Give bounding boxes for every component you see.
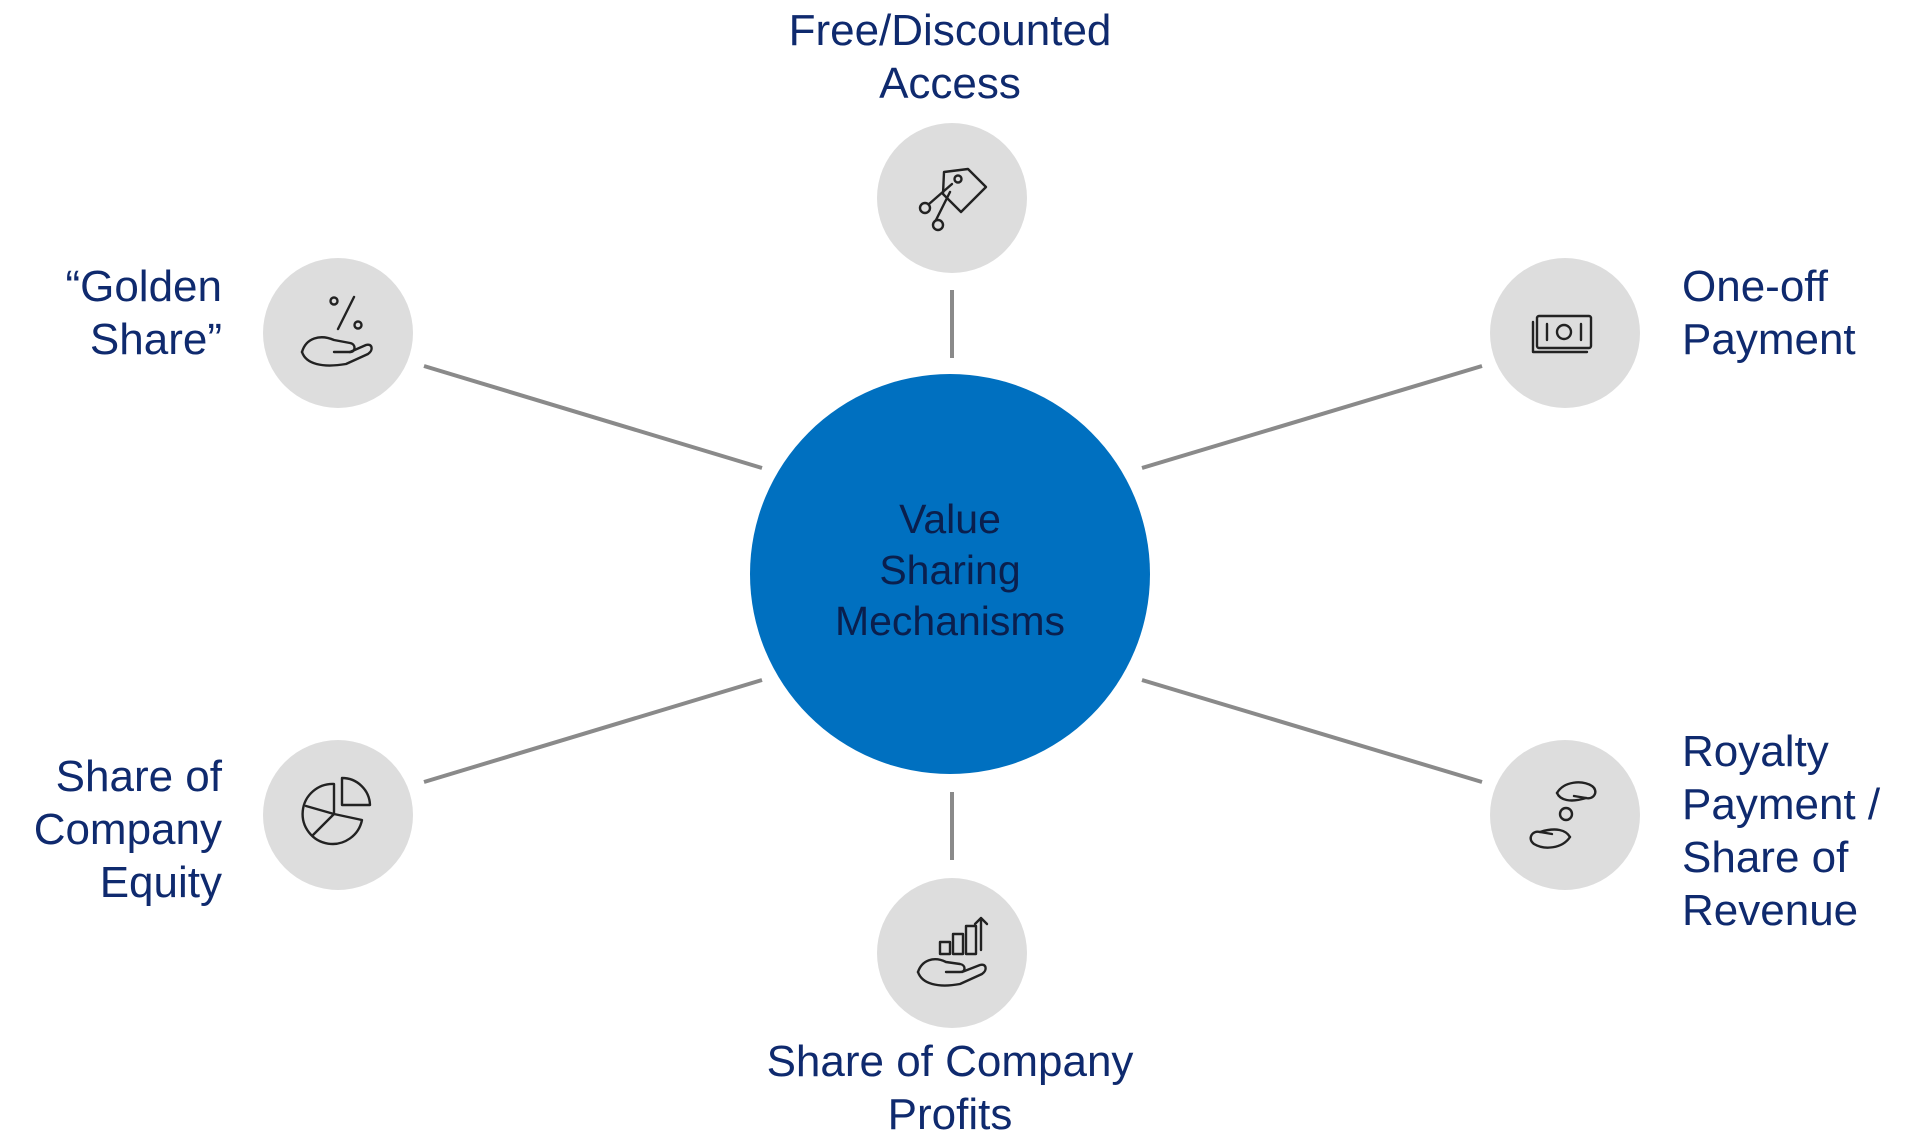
center-label-line: Mechanisms [834,598,1066,644]
node-free-access [877,123,1027,273]
label-line: Free/Discounted [788,6,1112,55]
label-line: Royalty [1682,727,1829,776]
label-line: Share” [89,315,222,364]
hand-percent-icon [300,295,373,367]
node-company-equity [263,740,413,890]
label-line: Share of [55,752,222,801]
hand-growth-chart-icon [916,916,989,987]
hands-coin-exchange-icon [1529,781,1597,849]
center-label: Value Sharing Mechanisms [760,494,1140,647]
label-one-off-payment: One-off Payment [1682,260,1902,366]
spoke-top-right [1141,364,1483,470]
node-golden-share [263,258,413,408]
label-company-profits: Share of Company Profits [650,1035,1250,1141]
label-line: Revenue [1682,886,1859,935]
label-line: Share of [1682,833,1849,882]
spoke-bottom-left [423,678,763,784]
node-one-off-payment [1490,258,1640,408]
label-line: Equity [99,858,222,907]
label-line: Payment [1682,315,1856,364]
center-label-line: Value [899,496,1001,542]
label-free-access: Free/Discounted Access [700,4,1200,110]
banknote-icon [1531,314,1593,354]
node-royalty-payment [1490,740,1640,890]
label-line: Payment / [1682,780,1881,829]
pie-chart-icon [301,776,372,846]
label-line: Profits [887,1090,1013,1139]
label-line: Share of Company [766,1037,1134,1086]
label-golden-share: “Golden Share” [20,260,222,366]
label-company-equity: Share of Company Equity [0,750,222,909]
node-company-profits [877,878,1027,1028]
label-royalty-payment: Royalty Payment / Share of Revenue [1682,725,1902,937]
center-hub [750,374,1150,774]
spoke-bottom-right [1141,678,1483,784]
label-line: Company [33,805,222,854]
price-tag-scissors-icon [918,167,988,232]
label-line: “Golden [65,262,222,311]
center-label-line: Sharing [879,547,1021,593]
label-line: One-off [1682,262,1828,311]
spoke-top-left [423,364,763,470]
label-line: Access [879,59,1021,108]
